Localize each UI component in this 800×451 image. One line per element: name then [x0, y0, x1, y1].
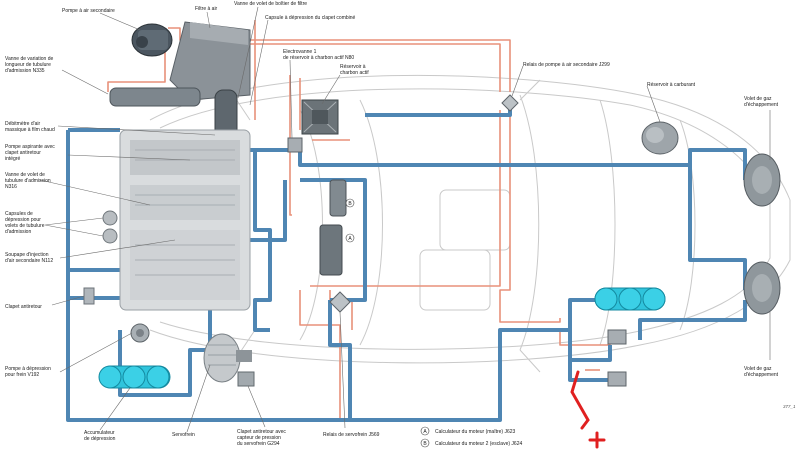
label-accumulator-line1: Accumulateur: [84, 430, 115, 436]
marker-b: B: [345, 198, 355, 208]
label-exhaust-flap-2b: d'échappement: [744, 372, 779, 378]
exhaust-muffler-bottom: [743, 261, 781, 315]
brake-servo: [203, 333, 252, 383]
label-g294-line3: du servofrein G294: [237, 441, 280, 447]
exhaust-flap-valve-2: [607, 371, 627, 387]
label-capsules-line4: d'admission: [5, 229, 31, 235]
label-maf-line2: massique à film chaud: [5, 127, 55, 133]
label-maf-line1: Débitmètre d'air: [5, 121, 40, 127]
servo-relay: [329, 291, 351, 313]
label-n316-line3: N316: [5, 184, 17, 190]
label-n80-line1: Electrovanne 1: [283, 49, 317, 55]
label-canister-line2: charbon actif: [340, 70, 369, 76]
label-n335-line2: longueur de tubulure: [5, 62, 51, 68]
label-n80-line2: de réservoir à charbon actif N80: [283, 55, 354, 61]
label-n335-line1: Vanne de variation de: [5, 56, 53, 62]
label-v192-line1: Pompe à dépression: [5, 366, 51, 372]
solenoid-valve-n80: [287, 137, 303, 153]
label-suction-pump-line1: Pompe aspirante avec: [5, 144, 55, 150]
vacuum-capsule-1: [102, 210, 118, 226]
marker-a: A: [345, 233, 355, 243]
label-j569: Relais de servofrein J569: [323, 432, 380, 438]
legend-item-b: B Calculateur du moteur 2 (esclave) J624: [420, 438, 522, 448]
car-outline: [149, 74, 791, 373]
label-secondary-air-pump: Pompe à air secondaire: [62, 8, 115, 14]
air-filter-box: [169, 21, 251, 101]
ecu-a: [319, 224, 343, 276]
label-suction-pump-line3: intégré: [5, 156, 21, 162]
label-capsules-line3: volets de tubulure: [5, 223, 45, 229]
label-g294-line2: capteur de pression: [237, 435, 281, 441]
vacuum-capsule-2: [102, 228, 118, 244]
label-capsules-line2: dépression pour: [5, 217, 41, 223]
label-n316-line2: tubulure d'admission: [5, 178, 51, 184]
ecu-b: [329, 179, 347, 217]
legend-b-text: Calculateur du moteur 2 (esclave) J624: [435, 441, 522, 447]
air-lines: [107, 20, 611, 420]
charcoal-canister: [301, 99, 339, 135]
servo-check-valve-sensor: [237, 371, 255, 387]
hand-annotation: [570, 370, 606, 449]
exhaust-muffler-top: [743, 153, 781, 207]
label-exhaust-flap-2a: Volet de gaz: [744, 366, 772, 372]
engine-block: [119, 129, 251, 311]
labels: Pompe à air secondaire Filtre à air Vann…: [5, 1, 796, 447]
label-suction-pump-line2: clapet antiretour: [5, 150, 41, 156]
leader-lines: [39, 6, 771, 433]
label-j299: Relais de pompe à air secondaire J299: [523, 62, 610, 68]
svg-text:B: B: [348, 201, 352, 207]
secondary-air-pump: [131, 23, 173, 57]
label-air-filter: Filtre à air: [195, 6, 218, 12]
label-g294-line1: Clapet antiretour avec: [237, 429, 286, 435]
label-accumulator-line2: de dépression: [84, 436, 116, 442]
label-combined-valve-capsule: Capsule à dépression du clapet combiné: [265, 15, 356, 21]
secondary-air-pump-relay: [501, 94, 519, 112]
check-valve: [83, 287, 95, 305]
label-v192-line2: pour frein V192: [5, 372, 39, 378]
figure-id: 377_1: [783, 404, 796, 409]
legend-item-a: A Calculateur du moteur (maître) J623: [420, 426, 516, 436]
label-fuel-tank: Réservoir à carburant: [647, 82, 696, 88]
legend-a-text: Calculateur du moteur (maître) J623: [435, 429, 516, 435]
label-canister-line1: Réservoir à: [340, 64, 366, 70]
label-check-valve: Clapet antiretour: [5, 304, 42, 310]
exhaust-flap-valve-1: [607, 329, 627, 345]
label-n335-line3: d'admission N335: [5, 68, 45, 74]
vacuum-accumulator-right: [594, 287, 666, 311]
legend: A Calculateur du moteur (maître) J623 B …: [420, 426, 522, 448]
label-brake-servo: Servofrein: [172, 432, 195, 438]
vacuum-accumulator-left: [98, 365, 171, 389]
label-filter-flap-valve: Vanne de volet de boîtier de filtre: [234, 1, 307, 7]
svg-text:A: A: [423, 429, 427, 435]
fuel-tank: [641, 121, 679, 155]
svg-text:A: A: [348, 236, 352, 242]
label-n316-line1: Vanne de volet de: [5, 172, 45, 178]
svg-text:B: B: [423, 441, 427, 447]
label-n112-line1: Soupape d'injection: [5, 252, 49, 258]
label-exhaust-flap-1b: d'échappement: [744, 102, 779, 108]
label-exhaust-flap-1a: Volet de gaz: [744, 96, 772, 102]
label-capsules-line1: Capsules de: [5, 211, 33, 217]
vacuum-pump: [130, 323, 150, 343]
label-n112-line2: d'air secondaire N112: [5, 258, 53, 264]
